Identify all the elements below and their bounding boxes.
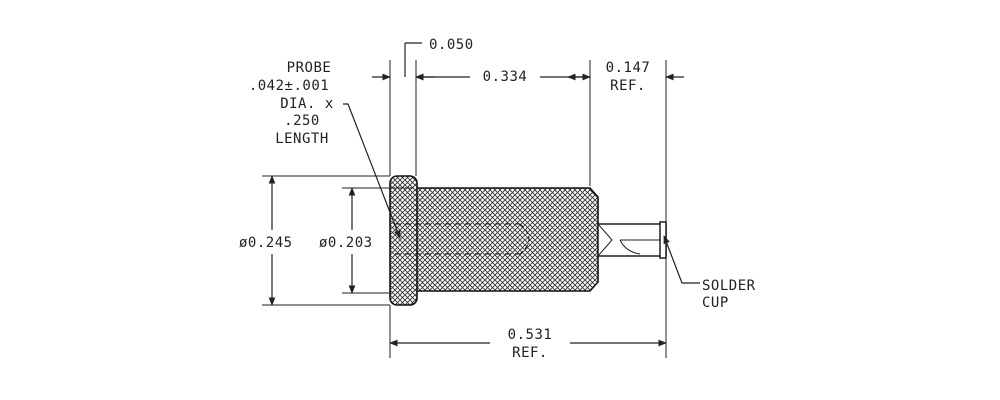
dimension-text: 0.050 0.334 0.147 REF. 0.531 REF. ø0.245… [239, 37, 650, 361]
dim-cup-length-ref: REF. [610, 78, 646, 94]
solder-cup [597, 221, 667, 259]
knurled-body [414, 187, 599, 292]
dim-cup-length: 0.147 [606, 60, 651, 76]
probe-line: .042±.001 [249, 78, 329, 94]
probe-callout: PROBE .042±.001 DIA. x .250 LENGTH [249, 60, 334, 147]
dimension-lines [268, 42, 684, 347]
dim-body-length: 0.334 [483, 69, 528, 85]
solder-cup-line: CUP [702, 295, 729, 311]
probe-line: DIA. x [280, 96, 334, 112]
probe-bore-hidden-lines [395, 223, 530, 255]
part-geometry [389, 175, 667, 306]
dim-flange-thickness: 0.050 [429, 37, 474, 53]
probe-line: .250 [284, 113, 320, 129]
probe-line: LENGTH [275, 131, 329, 147]
leader-lines [343, 103, 700, 284]
flange [389, 175, 418, 306]
solder-cup-line: SOLDER [702, 278, 756, 294]
dim-body-diameter: ø0.203 [319, 235, 373, 251]
probe-line: PROBE [287, 60, 332, 76]
dim-overall-length: 0.531 [508, 327, 553, 343]
dim-overall-length-ref: REF. [512, 345, 548, 361]
dim-flange-diameter: ø0.245 [239, 235, 293, 251]
solder-cup-callout: SOLDER CUP [702, 278, 756, 311]
